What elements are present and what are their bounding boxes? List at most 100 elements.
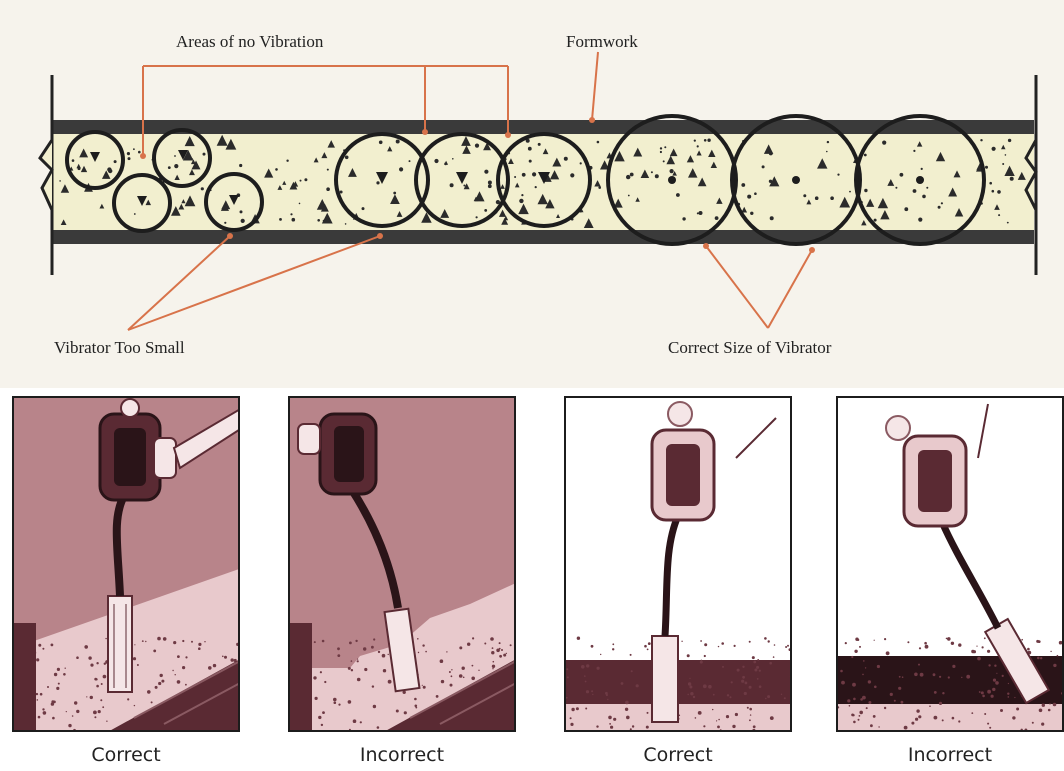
aggregate-dot [138, 151, 141, 154]
concrete-speck [700, 640, 702, 642]
concrete-speck [749, 641, 751, 643]
concrete-speck [973, 730, 976, 732]
concrete-speck [185, 656, 187, 658]
concrete-speck [734, 645, 736, 647]
aggregate-dot [345, 223, 347, 225]
concrete-speck [708, 685, 712, 689]
concrete-speck [722, 666, 724, 668]
concrete-speck [158, 682, 161, 685]
concrete-speck [646, 726, 649, 729]
concrete-speck [877, 665, 880, 668]
concrete-speck [770, 716, 774, 720]
concrete-speck [987, 690, 991, 694]
aggregate-dot [399, 167, 403, 171]
aggregate-dot [992, 147, 996, 151]
concrete-speck [690, 692, 693, 695]
concrete-speck [213, 664, 216, 667]
concrete-speck [349, 642, 352, 645]
concrete-speck [732, 725, 735, 728]
caption-panel-1: Correct [12, 744, 240, 766]
concrete-speck [754, 669, 757, 672]
aggregate-dot [664, 146, 666, 148]
aggregate-dot [580, 162, 582, 164]
concrete-speck [1027, 648, 1030, 651]
concrete-speck [942, 692, 944, 694]
leader-too-small-2 [128, 236, 380, 330]
concrete-speck [768, 640, 770, 642]
concrete-speck [757, 659, 759, 661]
concrete-speck [36, 658, 39, 661]
concrete-speck [332, 731, 334, 732]
concrete-speck [625, 708, 628, 711]
concrete-speck [862, 674, 864, 676]
concrete-speck [899, 676, 901, 678]
concrete-speck [791, 728, 792, 730]
aggregate-dot [535, 186, 537, 188]
concrete-speck [151, 701, 153, 703]
concrete-speck [742, 666, 744, 668]
concrete-speck [625, 701, 629, 705]
aggregate-dot [747, 195, 751, 199]
aggregate-dot [484, 170, 488, 174]
concrete-speck [76, 656, 79, 659]
caption-panel-4: Incorrect [836, 744, 1064, 766]
concrete-speck [720, 729, 722, 731]
concrete-speck [689, 678, 690, 679]
concrete-speck [1021, 729, 1023, 731]
concrete-speck [859, 715, 861, 717]
concrete-speck [752, 730, 754, 732]
concrete-speck [981, 691, 984, 694]
concrete-speck [396, 710, 399, 713]
concrete-speck [584, 675, 586, 677]
concrete-speck [886, 651, 890, 655]
aggregate-dot [699, 211, 703, 215]
concrete-speck [446, 651, 447, 652]
aggregate-dot [660, 147, 662, 149]
concrete-speck [492, 665, 495, 668]
concrete-speck [47, 686, 49, 688]
concrete-speck [742, 676, 745, 679]
concrete-speck [351, 660, 353, 662]
concrete-speck [1008, 696, 1010, 698]
concrete-speck [155, 686, 158, 689]
concrete-speck [570, 723, 573, 726]
aggregate-dot [670, 169, 674, 173]
aggregate-dot [997, 190, 1001, 194]
aggregate-dot [327, 169, 329, 171]
concrete-speck [737, 669, 740, 672]
aggregate-dot [941, 202, 943, 204]
concrete-speck [863, 660, 865, 662]
aggregate-dot [522, 173, 526, 177]
concrete-speck [324, 681, 326, 683]
concrete-speck [54, 673, 57, 676]
concrete-speck [492, 668, 493, 669]
concrete-speck [1007, 693, 1009, 695]
concrete-speck [322, 711, 325, 714]
concrete-speck [718, 646, 719, 647]
concrete-speck [1000, 709, 1003, 712]
concrete-speck [987, 650, 990, 653]
concrete-speck [916, 709, 919, 712]
concrete-speck [717, 726, 720, 729]
concrete-speck [749, 686, 752, 689]
concrete-speck [570, 717, 572, 719]
concrete-speck [976, 646, 977, 647]
aggregate-dot [475, 144, 479, 148]
concrete-speck [703, 684, 707, 688]
aggregate-dot [72, 159, 75, 162]
concrete-speck [1048, 709, 1051, 712]
concrete-speck [337, 647, 340, 650]
aggregate-dot [528, 147, 532, 151]
concrete-speck [418, 652, 419, 653]
aggregate-dot [900, 173, 904, 177]
concrete-speck [42, 648, 44, 650]
concrete-speck [566, 668, 568, 670]
leader-correct-1 [706, 246, 768, 328]
concrete-speck [996, 673, 997, 674]
concrete-speck [902, 676, 904, 678]
concrete-speck [357, 678, 361, 682]
concrete-speck [94, 716, 96, 718]
concrete-speck [700, 661, 703, 664]
concrete-speck [790, 675, 792, 679]
concrete-speck [712, 709, 713, 710]
